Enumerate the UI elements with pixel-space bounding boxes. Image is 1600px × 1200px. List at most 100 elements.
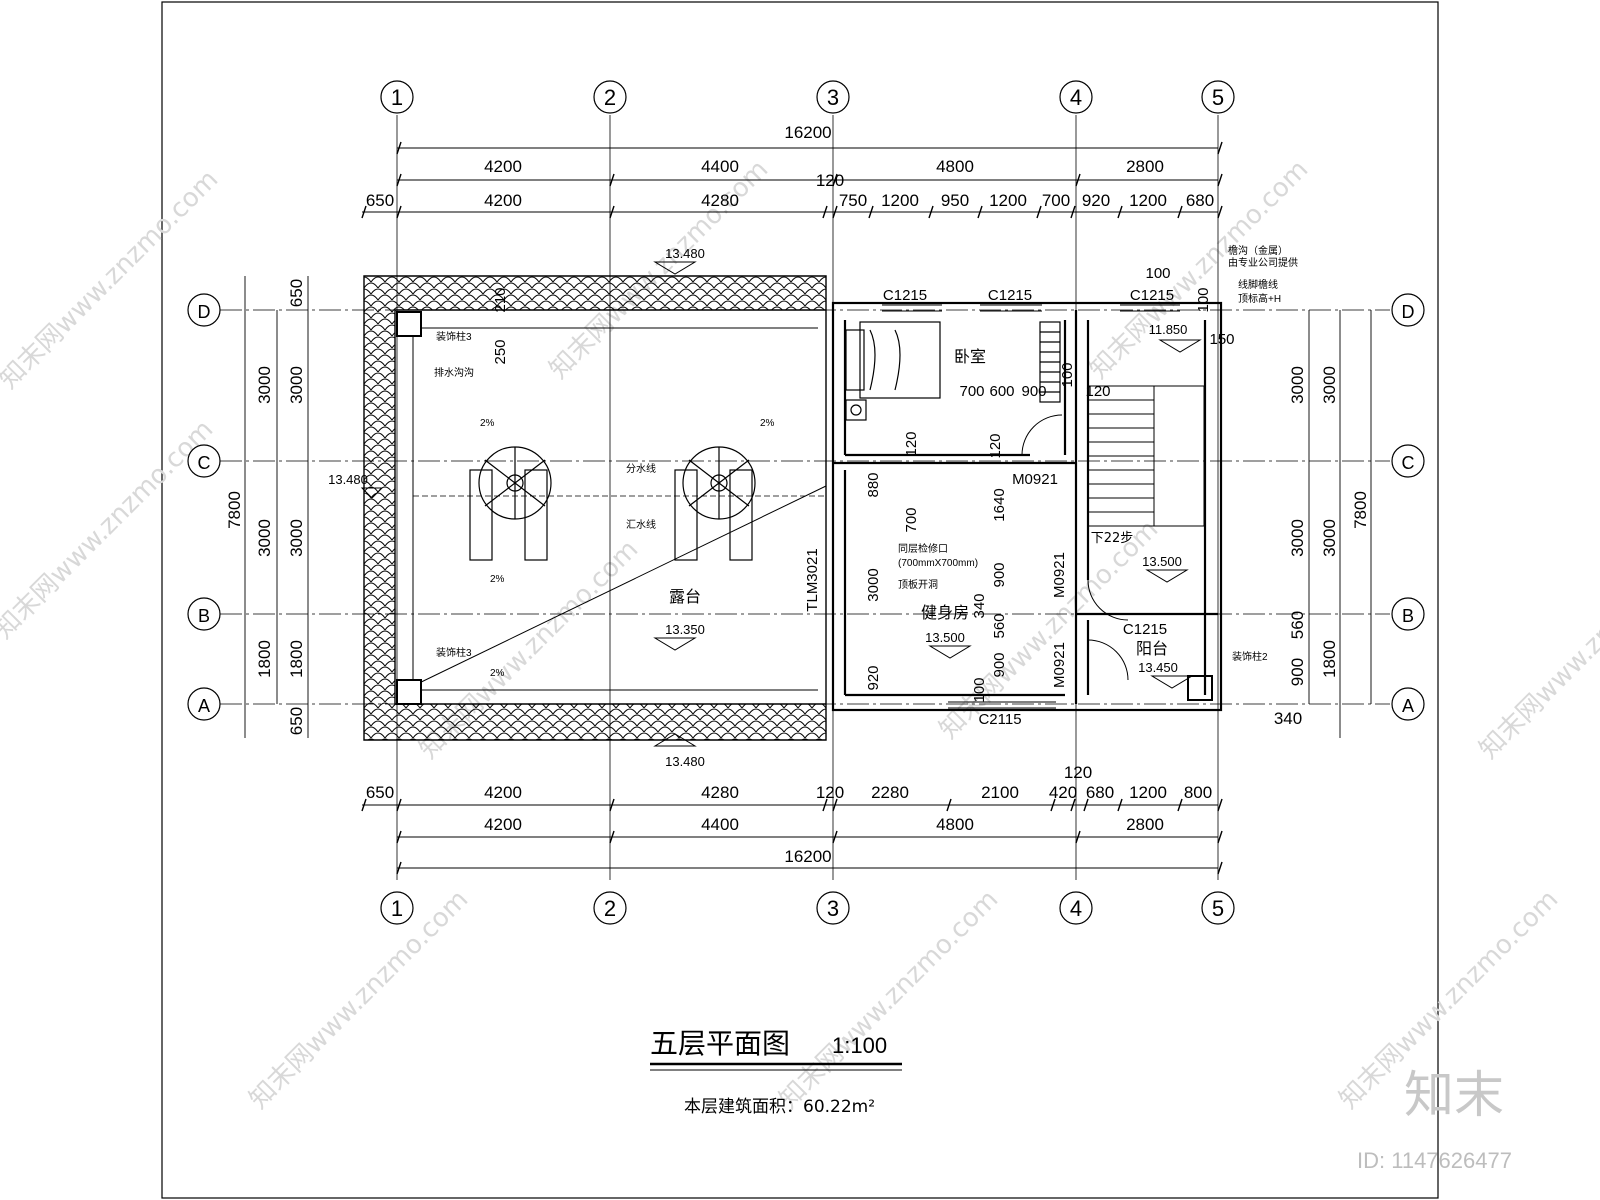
staircase [1087, 385, 1205, 527]
interior-dim: 120 [1085, 383, 1110, 400]
walls [831, 301, 1223, 712]
gutter-note: 顶标高+H [1238, 292, 1281, 305]
watermark: 知末网www.znzmo.com [0, 414, 219, 645]
gutter-note: 由专业公司提供 [1228, 256, 1298, 269]
interior-dim: 700 [959, 383, 984, 400]
dim-left: 3000 [287, 366, 306, 404]
dim-top-detail: 650 [366, 191, 394, 210]
axis-label-c: C [1402, 453, 1415, 473]
windows [882, 304, 1180, 709]
dim-bottom-bay: 4800 [936, 815, 974, 834]
interior-dim: 600 [989, 383, 1014, 400]
axis-label-d: D [198, 302, 211, 322]
dim-top-detail: 680 [1186, 191, 1214, 210]
room-label-bedroom: 卧室 [954, 347, 986, 366]
stair-note: 下22步 [1091, 531, 1134, 546]
roof-tile-border [363, 275, 827, 741]
dim-top-bay: 2800 [1126, 157, 1164, 176]
axis-label-5: 5 [1212, 85, 1224, 110]
elevation-text: 13.480 [328, 472, 368, 487]
axis-label-1: 1 [391, 85, 403, 110]
slope-note: 2% [480, 418, 495, 429]
drain-note: 排水沟沟 [434, 366, 474, 379]
dim-right: 340 [1274, 709, 1302, 728]
room-label-terrace: 露台 [669, 587, 701, 606]
window-label: C1215 [1130, 287, 1174, 304]
ridge-note: 分水线 [626, 462, 656, 475]
dim-bottom-detail: 800 [1184, 783, 1212, 802]
dim-left-inner: 3000 [255, 519, 274, 557]
hatch-note-2: 顶板开洞 [898, 578, 938, 591]
door-swings [1021, 414, 1129, 681]
dim-top-detail: 750 [839, 191, 867, 210]
door-label: M0921 [1012, 471, 1058, 488]
dim-bottom-detail: 2280 [871, 783, 909, 802]
wardrobe [1039, 321, 1061, 403]
dim-top-bay: 4200 [484, 157, 522, 176]
window-label: C1215 [988, 287, 1032, 304]
deco-column-note: 装饰柱2 [1232, 650, 1268, 663]
interior-dim: 210 [492, 287, 509, 312]
interior-dim: 100 [1195, 287, 1212, 312]
dim-bottom-detail: 4280 [701, 783, 739, 802]
window-label: C2115 [978, 711, 1021, 728]
interior-dim: 900 [991, 562, 1008, 587]
elevation-text: 13.350 [665, 622, 705, 637]
watermark: 知末网www.znzmo.com [0, 164, 224, 395]
axis-label-b: B [1402, 606, 1414, 626]
elevation-text: 13.450 [1138, 660, 1178, 675]
dim-left: 650 [287, 707, 306, 735]
dim-right: 900 [1288, 658, 1307, 686]
watermark: 知末网www.znzmo.com [1474, 534, 1600, 765]
sheet-border [161, 1, 1439, 1199]
interior-dim: 920 [865, 665, 882, 690]
interior-dim: 340 [971, 593, 988, 618]
axis-label-2: 2 [604, 896, 616, 921]
dim-top-detail: 920 [1082, 191, 1110, 210]
hatch-note: 同层检修口 [898, 542, 948, 555]
deco-column-note: 装饰柱3 [436, 330, 472, 343]
dim-top-bay: 4800 [936, 157, 974, 176]
elevation-text: 13.500 [925, 630, 965, 645]
window-label: C1215 [1123, 621, 1167, 638]
drawing-scale: 1:100 [832, 1033, 887, 1058]
axis-label-a: A [198, 696, 210, 716]
valley-note: 汇水线 [626, 518, 656, 531]
dim-bottom-bay: 4200 [484, 815, 522, 834]
axis-label-4: 4 [1070, 896, 1082, 921]
interior-dim: 560 [991, 613, 1008, 638]
hatch-size: (700mmX700mm) [898, 558, 978, 569]
axis-label-1: 1 [391, 896, 403, 921]
dim-top-detail: 700 [1042, 191, 1070, 210]
dim-right: 3000 [1288, 366, 1307, 404]
axis-label-2: 2 [604, 85, 616, 110]
dim-top-detail: 4280 [701, 191, 739, 210]
dim-bottom-detail: 2100 [981, 783, 1019, 802]
door-label: M0921 [1051, 642, 1068, 688]
dim-top-detail: 950 [941, 191, 969, 210]
dim-right-inner: 1800 [1320, 640, 1339, 678]
axis-label-a: A [1402, 696, 1414, 716]
dim-bottom-detail: 680 [1086, 783, 1114, 802]
slope-note: 2% [490, 574, 505, 585]
dim-bottom-bay: 2800 [1126, 815, 1164, 834]
bed [845, 321, 941, 421]
interior-dim: 700 [903, 507, 920, 532]
interior-dims: 700 600 900 120 120 880 1640 700 3000 90… [492, 265, 1235, 703]
id-text: ID: 1147626477 [1357, 1148, 1512, 1173]
interior-dim: 900 [1021, 383, 1046, 400]
dim-bottom-bay: 4400 [701, 815, 739, 834]
watermark: 知末网www.znzmo.com [774, 884, 1005, 1115]
dim-bottom-detail: 120 [816, 783, 844, 802]
window-label: C1215 [883, 287, 927, 304]
elevation-text: 13.500 [1142, 554, 1182, 569]
dim-bottom-total: 16200 [784, 847, 831, 866]
dim-bottom-detail: 420 [1049, 783, 1077, 802]
watermark: 知末网www.znzmo.com [1084, 154, 1315, 385]
watermark: 知末网www.znzmo.com [244, 884, 475, 1115]
dim-left: 650 [287, 279, 306, 307]
axis-label-3: 3 [827, 896, 839, 921]
dim-top-detail: 4200 [484, 191, 522, 210]
axis-label-3: 3 [827, 85, 839, 110]
